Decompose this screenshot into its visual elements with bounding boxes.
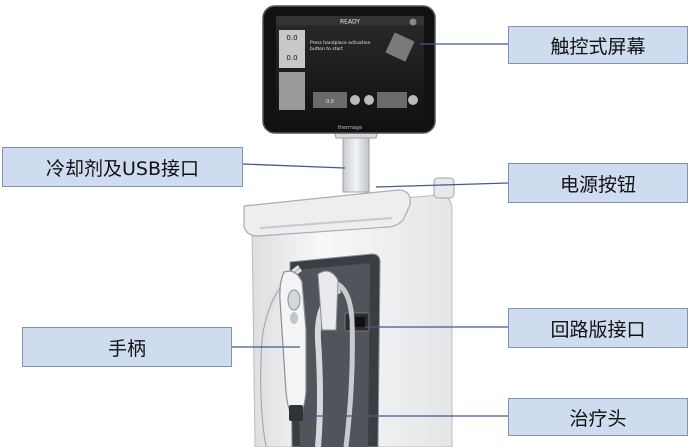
device-body [243, 177, 455, 447]
screen-status-text: READY [340, 19, 360, 26]
screen-instruction-2: button to start [310, 46, 343, 52]
screen-value-b: 0.0 [286, 54, 297, 62]
screen-instruction-1: Press handpiece activation [310, 40, 371, 46]
touchscreen-monitor: READY 0.0 0.0 Press handpiece activation… [262, 5, 436, 134]
label-touchscreen: 触控式屏幕 [508, 26, 688, 64]
label-coolant-usb: 冷却剂及USB接口 [2, 147, 243, 187]
leader-coolant-usb [242, 163, 346, 169]
gear-icon [409, 18, 417, 26]
label-treatment-tip: 治疗头 [508, 398, 688, 436]
label-power-button: 电源按钮 [508, 163, 688, 203]
leader-lines [232, 43, 509, 417]
leader-power-button [375, 182, 509, 188]
screen-pole [333, 129, 379, 193]
brand-logo: thermage [338, 125, 362, 131]
label-handpiece: 手柄 [22, 327, 232, 367]
screen-value-a: 0.0 [286, 34, 297, 42]
screen-value-c: 0.0 [326, 99, 334, 105]
label-return-port: 回路版接口 [508, 308, 688, 348]
